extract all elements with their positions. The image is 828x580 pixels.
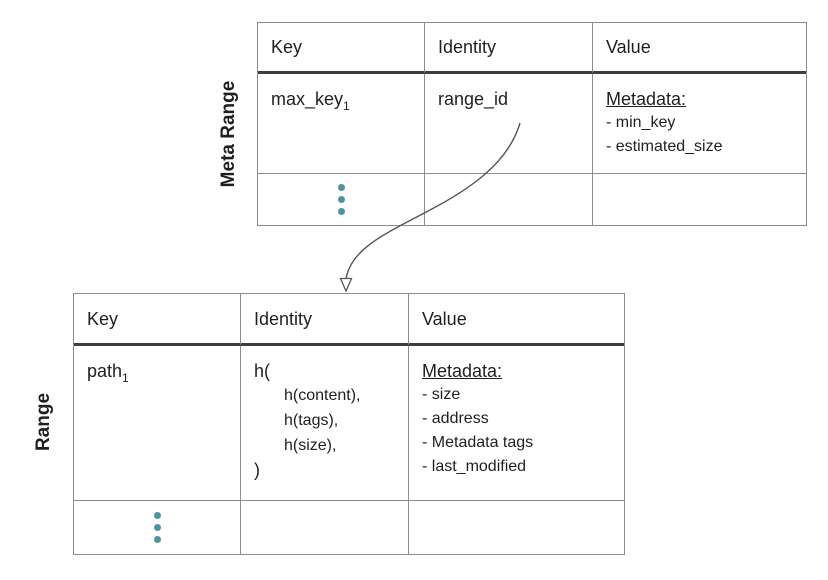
meta-range-cell-empty bbox=[425, 174, 593, 225]
range-cell-empty bbox=[241, 501, 409, 554]
meta-range-cell-identity: range_id bbox=[425, 74, 593, 174]
header-label: Value bbox=[422, 308, 467, 329]
range-cell-key: path1 bbox=[74, 346, 241, 501]
range-header-key: Key bbox=[74, 294, 241, 346]
hash-expression-line: h(content), bbox=[284, 387, 361, 404]
dot bbox=[337, 208, 345, 215]
metadata-item: - address bbox=[422, 410, 489, 427]
range-header-identity: Identity bbox=[241, 294, 409, 346]
range-label: Range bbox=[33, 392, 54, 452]
metadata-item: - min_key bbox=[606, 114, 676, 131]
header-label: Value bbox=[606, 37, 651, 57]
dot bbox=[153, 536, 161, 543]
meta-range-label: Meta Range bbox=[218, 80, 239, 188]
hash-expression-line: ) bbox=[254, 460, 260, 480]
hash-expression-line: h( bbox=[254, 361, 271, 381]
meta-range-cell-more-keys bbox=[258, 174, 425, 225]
meta-range-header-identity: Identity bbox=[425, 23, 593, 74]
key-text: path bbox=[87, 361, 123, 381]
metadata-item: - last_modified bbox=[422, 458, 527, 475]
range-cell-more-keys bbox=[74, 501, 241, 554]
vertical-ellipsis-icon bbox=[258, 174, 424, 225]
range-cell-empty bbox=[409, 501, 624, 554]
metadata-item: - size bbox=[422, 386, 461, 403]
header-label: Key bbox=[87, 308, 119, 329]
header-label: Key bbox=[271, 37, 303, 57]
dot bbox=[153, 524, 161, 531]
meta-range-cell-key: max_key1 bbox=[258, 74, 425, 174]
key-subscript: 1 bbox=[343, 99, 350, 113]
hash-expression-line: h(tags), bbox=[284, 412, 339, 429]
dot bbox=[337, 196, 345, 203]
header-label: Identity bbox=[254, 308, 313, 329]
hash-expression-line: h(size), bbox=[284, 437, 337, 454]
metadata-item: - Metadata tags bbox=[422, 434, 534, 451]
identity-text: range_id bbox=[438, 89, 509, 109]
arrowhead-icon bbox=[339, 277, 353, 293]
meta-range-cell-empty bbox=[593, 174, 806, 225]
range-header-value: Value bbox=[409, 294, 624, 346]
range-cell-value: Metadata: - size - address - Metadata ta… bbox=[409, 346, 624, 501]
range-table: Key Identity Value path1 h( h(content), … bbox=[73, 293, 625, 555]
vertical-ellipsis-icon bbox=[74, 501, 240, 554]
meta-range-header-key: Key bbox=[258, 23, 425, 74]
metadata-heading: Metadata: bbox=[422, 361, 503, 381]
dot bbox=[337, 184, 345, 191]
meta-range-table: Key Identity Value max_key1 range_id Met… bbox=[257, 22, 807, 226]
metadata-heading: Metadata: bbox=[606, 89, 687, 109]
key-subscript: 1 bbox=[122, 371, 129, 385]
meta-range-cell-value: Metadata: - min_key - estimated_size bbox=[593, 74, 806, 174]
range-cell-identity: h( h(content), h(tags), h(size), ) bbox=[241, 346, 409, 501]
key-text: max_key bbox=[271, 89, 344, 109]
meta-range-header-value: Value bbox=[593, 23, 806, 74]
dot bbox=[153, 512, 161, 519]
metadata-item: - estimated_size bbox=[606, 138, 723, 155]
header-label: Identity bbox=[438, 37, 497, 57]
